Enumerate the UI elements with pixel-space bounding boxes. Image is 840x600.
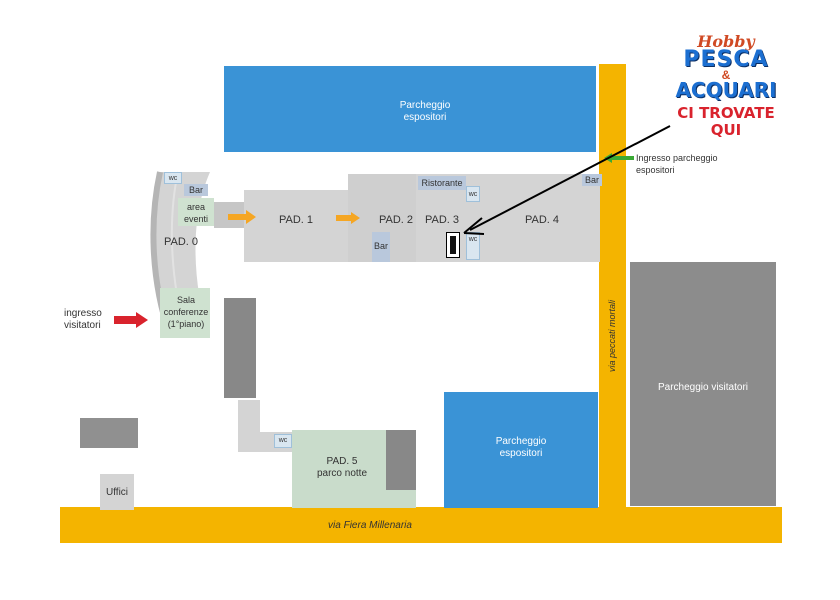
pad0-label: PAD. 0 [163,236,199,248]
parcheggio-espositori-bottom [444,392,598,508]
uffici-label: Uffici [105,487,129,498]
stand-marker-inner [450,236,456,254]
logo-line-acquari: ACQUARI [675,78,777,102]
bar-pad2: Bar [372,232,390,262]
road-via-peccati-mortali [599,64,626,514]
pad2-label: PAD. 2 [378,214,414,226]
ristorante: Ristorante [418,176,466,190]
arrow-ingresso-visitatori-icon [114,312,148,328]
callout-ci-trovate: CI TROVATE [677,104,775,122]
pad3-label: PAD. 3 [424,214,460,226]
parcheggio-visitatori [630,262,776,506]
logo-line-amp: & [721,68,731,82]
road-via-peccati-label: via peccati mortali [607,299,617,373]
building-dark-vertical [224,298,256,398]
bar-pad0: Bar [184,184,208,196]
callout-qui: QUI [710,121,742,139]
parcheggio-visitatori-label: Parcheggio visitatori [657,382,749,393]
pad4-label: PAD. 4 [524,214,560,226]
parcheggio-espositori-bottom-label: Parcheggio espositori [495,436,547,459]
wc-pad3-top: wc [466,186,480,202]
parcheggio-espositori-top-label: Parcheggio espositori [399,100,451,123]
building-dark-small [80,418,138,448]
bar-pad4: Bar [582,174,602,186]
logo-line-hobby: Hobby [697,32,755,51]
arrow-orange-2-icon [336,212,360,224]
ingresso-visitatori-label: ingresso visitatori [64,308,102,331]
sala-conferenze [160,288,210,338]
pointer-arrow-icon [463,125,671,235]
uffici-building [100,474,134,510]
pad5-sub-label: parco notte [316,468,368,479]
logo-line-pesca: PESCA [683,47,769,72]
road-via-fiera-millenaria [60,507,782,543]
logo-hobby-pesca-acquari: Hobby PESCA & ACQUARI CI TROVATE QUI [666,34,786,144]
pad5-dark-block [386,430,416,490]
area-eventi-label: area eventi [183,202,209,224]
road-via-fiera-label: via Fiera Millenaria [328,520,412,531]
pad1-label: PAD. 1 [278,214,314,226]
area-eventi [178,198,214,226]
ingresso-parcheggio-label: Ingresso parcheggio espositori [636,153,718,175]
pad4-building [480,174,600,262]
arrow-orange-1-icon [228,210,256,224]
pad5-label: PAD. 5 [326,456,358,467]
wc-pad5: wc [274,434,292,448]
wc-pad0: wc [164,172,182,184]
parcheggio-espositori-top [224,66,596,152]
pad1-building [244,190,348,262]
sala-conferenze-label: Sala conferenze (1°piano) [163,295,209,329]
